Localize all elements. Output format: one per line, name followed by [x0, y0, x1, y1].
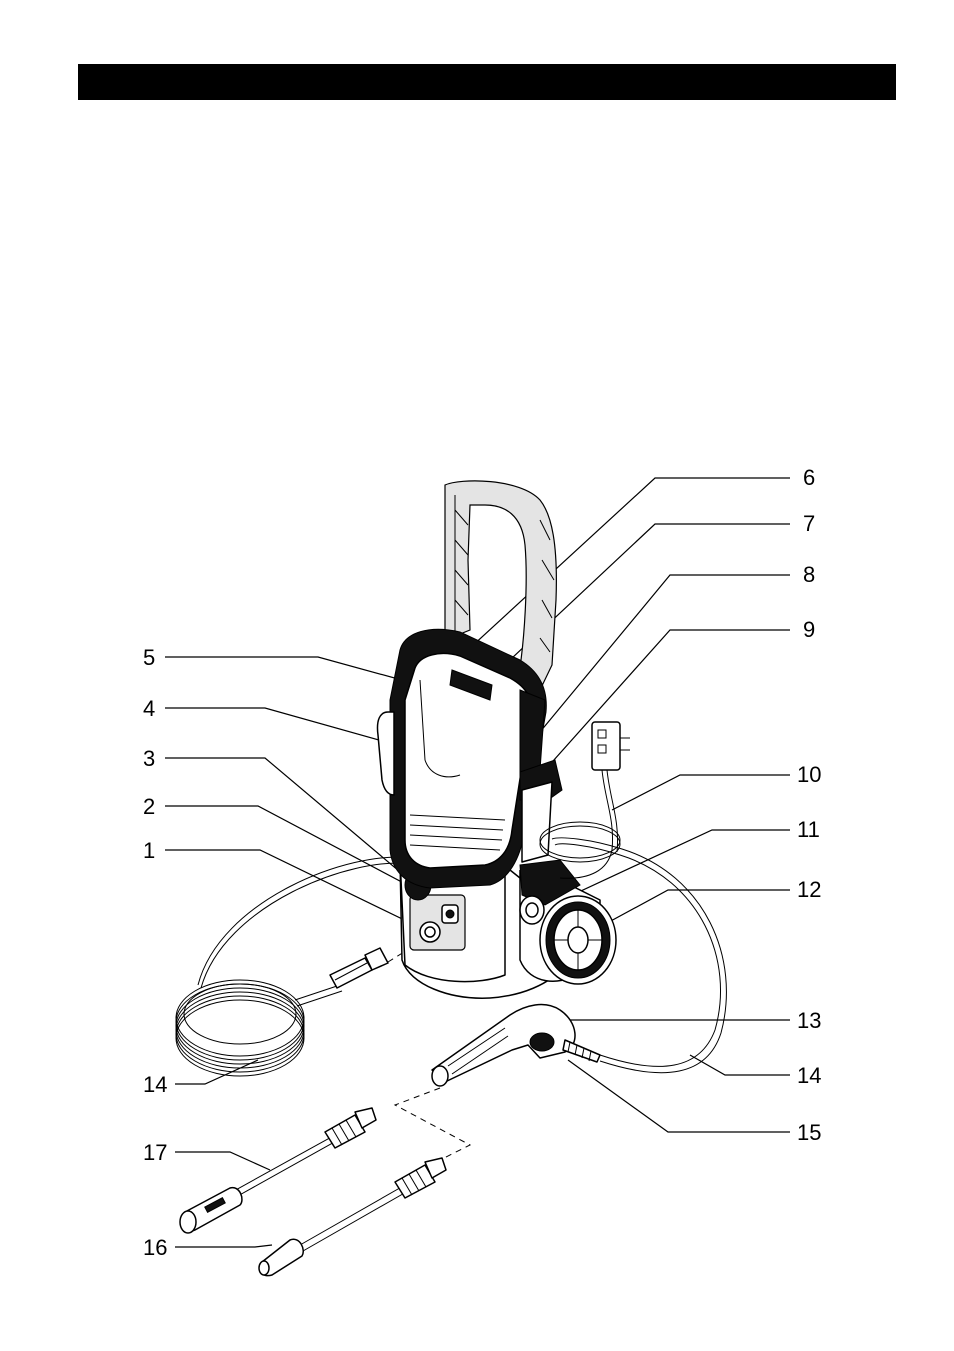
callout-9: 9 [803, 617, 815, 642]
callout-2: 2 [143, 794, 155, 819]
power-cord [540, 722, 630, 878]
leader-8 [535, 575, 790, 738]
callout-14-right: 14 [797, 1063, 821, 1088]
callout-1: 1 [143, 838, 155, 863]
callout-12: 12 [797, 877, 821, 902]
callout-3: 3 [143, 746, 155, 771]
callout-6: 6 [803, 465, 815, 490]
lance-dirt-blaster [259, 1158, 446, 1276]
callout-17: 17 [143, 1140, 167, 1165]
callout-4: 4 [143, 696, 155, 721]
leader-9 [545, 630, 790, 770]
callout-11: 11 [797, 817, 820, 842]
callout-16: 16 [143, 1235, 167, 1260]
spray-gun [432, 1005, 600, 1086]
callout-15: 15 [797, 1120, 821, 1145]
callout-10: 10 [797, 762, 821, 787]
callout-8: 8 [803, 562, 815, 587]
leader-4 [165, 708, 386, 742]
leader-5 [165, 657, 420, 685]
callout-14-left: 14 [143, 1072, 167, 1097]
callout-7: 7 [803, 511, 815, 536]
leader-16 [175, 1245, 272, 1247]
alignment-dashes [395, 1088, 470, 1165]
leader-17 [175, 1152, 270, 1170]
callout-13: 13 [797, 1008, 821, 1033]
leader-10 [612, 775, 790, 810]
main-body [377, 629, 616, 998]
callout-5: 5 [143, 645, 155, 670]
leader-12 [585, 890, 790, 935]
lance-vario [180, 1108, 376, 1233]
